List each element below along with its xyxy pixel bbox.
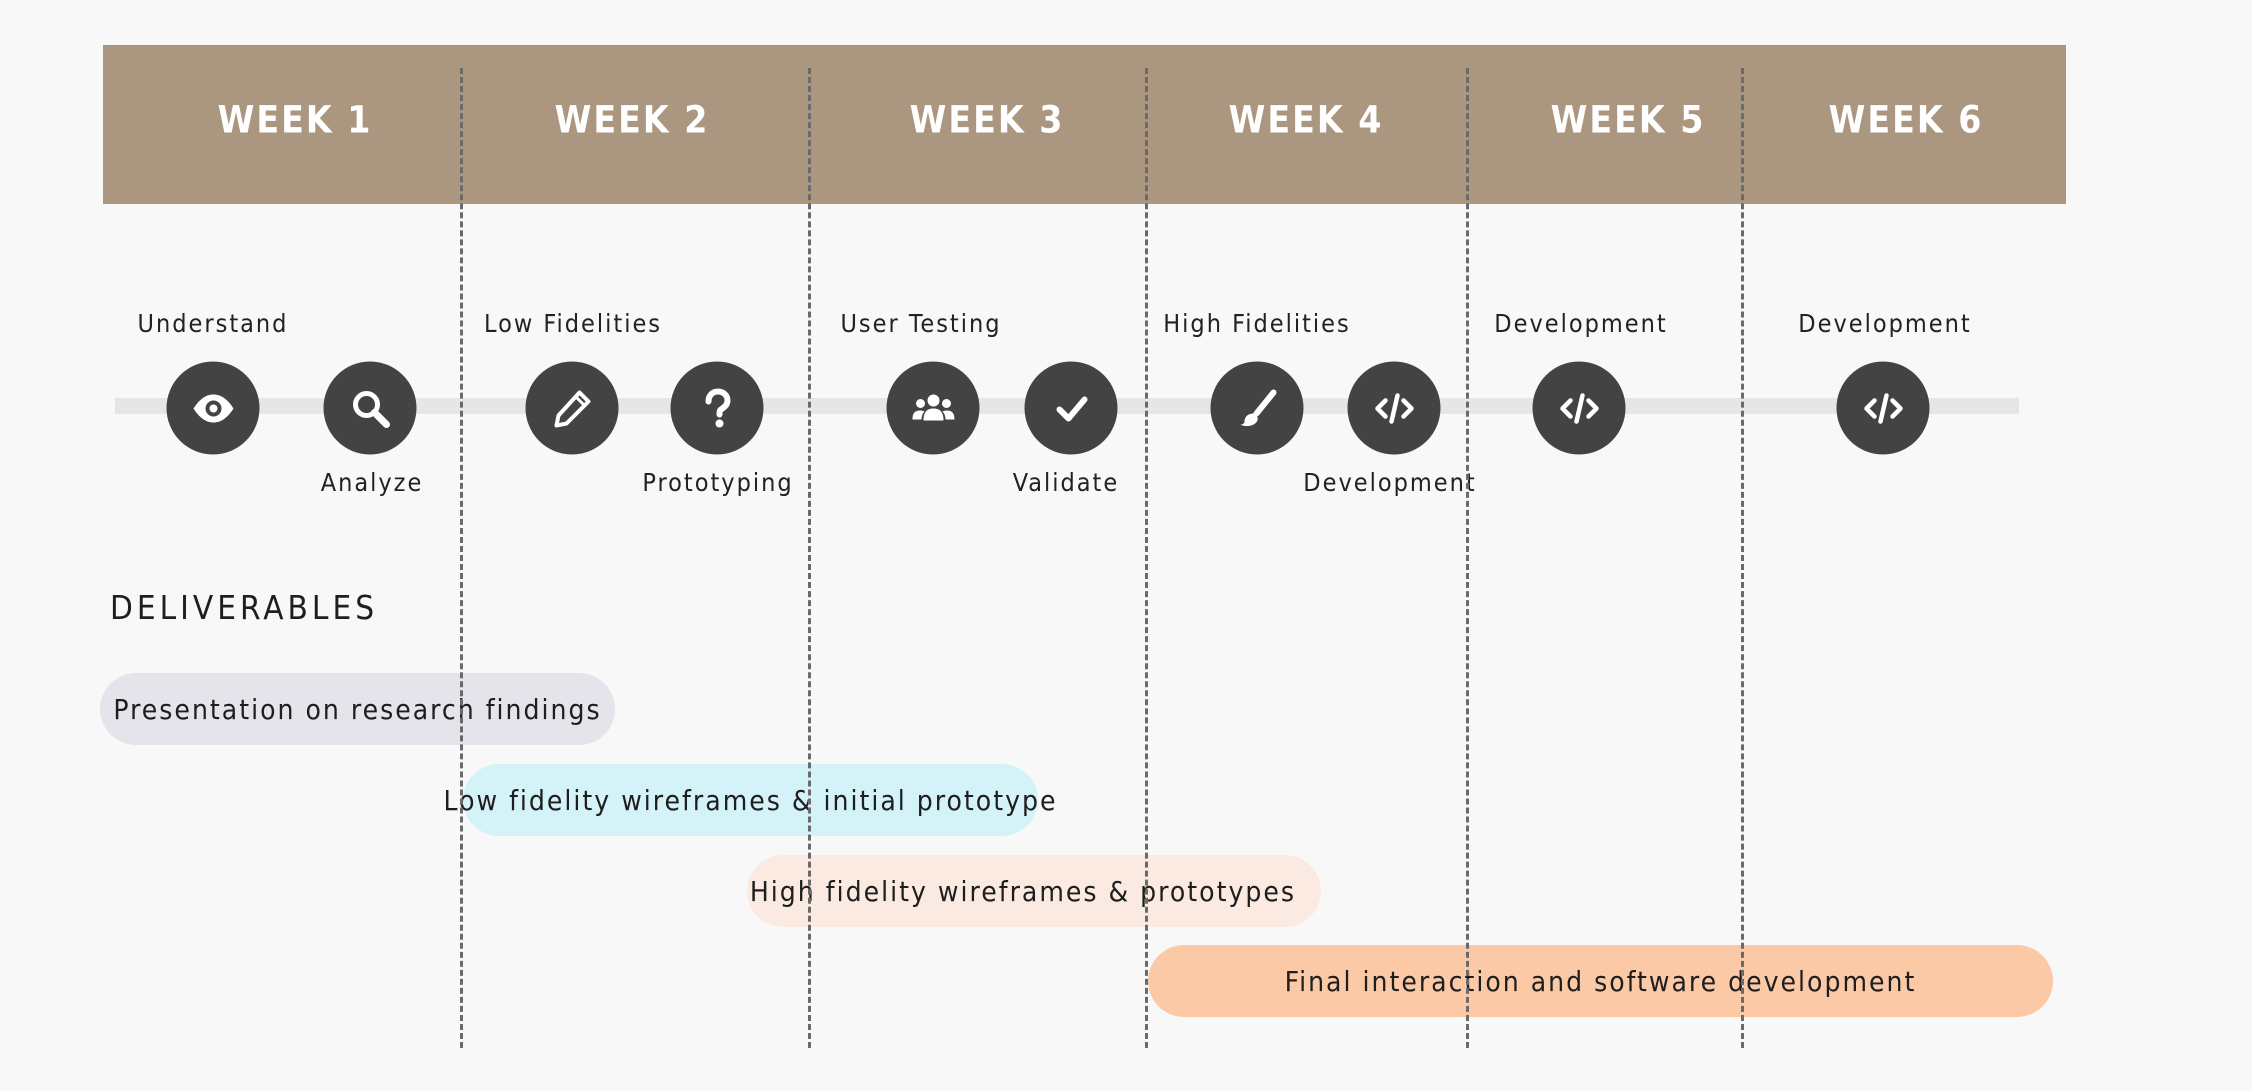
- week-5-label: WEEK 5: [1550, 98, 1706, 142]
- question-icon: [705, 387, 731, 427]
- step-development-week5: [1532, 361, 1626, 455]
- step-analyze: [323, 361, 417, 455]
- step-low-fidelities: [525, 361, 619, 455]
- step-label-prototyping: Prototyping: [642, 468, 794, 497]
- deliverable-research-findings: Presentation on research findings: [100, 673, 615, 745]
- week-6-label: WEEK 6: [1828, 98, 1984, 142]
- deliverable-high-fidelity: High fidelity wireframes & prototypes: [747, 855, 1321, 927]
- step-label-analyze: Analyze: [320, 468, 424, 497]
- search-icon: [352, 390, 390, 428]
- brush-icon: [1240, 389, 1276, 426]
- step-label-development-week6: Development: [1798, 309, 1972, 338]
- step-label-user-testing: User Testing: [840, 309, 1002, 338]
- week-header-band: [103, 45, 2066, 204]
- week-3-label: WEEK 3: [909, 98, 1065, 142]
- step-understand: [166, 361, 260, 455]
- week-divider-4: [1466, 68, 1469, 1048]
- deliverables-title: DELIVERABLES: [110, 588, 379, 627]
- step-prototyping: [670, 361, 764, 455]
- deliverable-low-fidelity: Low fidelity wireframes & initial protot…: [444, 764, 1055, 836]
- eye-icon: [193, 394, 233, 422]
- pencil-icon: [554, 390, 590, 427]
- step-label-development-week5: Development: [1494, 309, 1668, 338]
- step-label-development-week4: Development: [1303, 468, 1477, 497]
- step-user-testing: [886, 361, 980, 455]
- step-label-high-fidelities: High Fidelities: [1163, 309, 1351, 338]
- step-development-week6: [1836, 361, 1930, 455]
- users-icon: [912, 394, 954, 420]
- code-icon: [1374, 392, 1414, 424]
- step-label-low-fidelities: Low Fidelities: [484, 309, 662, 338]
- code-icon: [1559, 392, 1599, 424]
- week-1-label: WEEK 1: [217, 98, 373, 142]
- check-icon: [1056, 396, 1087, 421]
- step-development-week4: [1347, 361, 1441, 455]
- code-icon: [1863, 392, 1903, 424]
- step-high-fidelities: [1210, 361, 1304, 455]
- step-label-understand: Understand: [137, 309, 289, 338]
- deliverable-final-development: Final interaction and software developme…: [1148, 945, 2053, 1017]
- week-divider-2: [808, 68, 811, 1048]
- step-validate: [1024, 361, 1118, 455]
- week-divider-5: [1741, 68, 1744, 1048]
- week-2-label: WEEK 2: [554, 98, 710, 142]
- week-divider-1: [460, 68, 463, 1048]
- week-divider-3: [1145, 68, 1148, 1048]
- step-label-validate: Validate: [1012, 468, 1120, 497]
- week-4-label: WEEK 4: [1228, 98, 1384, 142]
